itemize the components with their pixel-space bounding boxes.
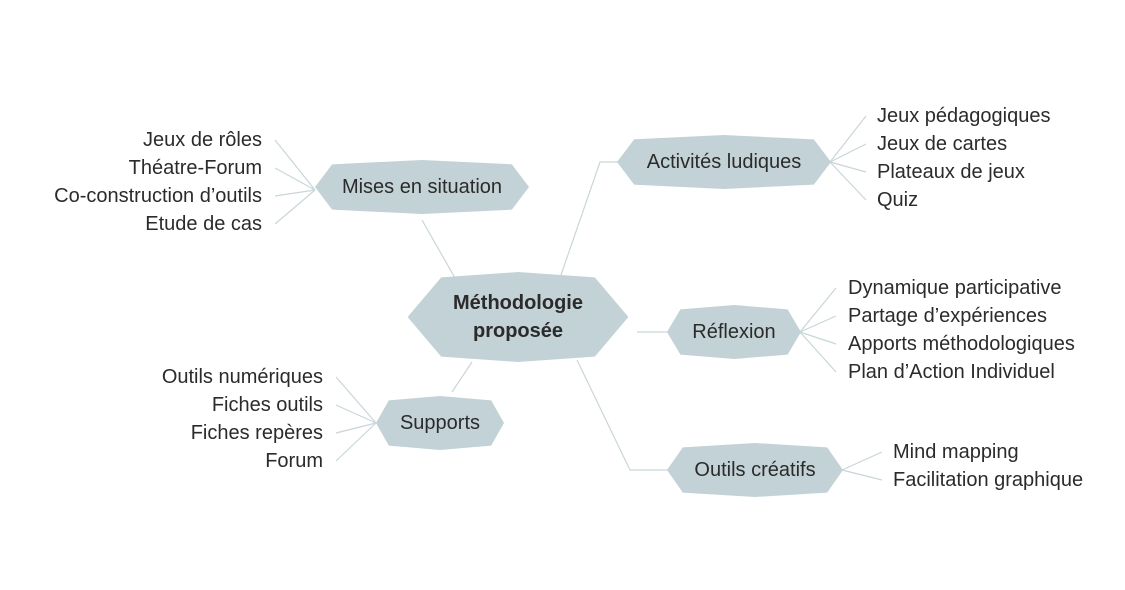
leaf-item: Outils numériques: [161, 366, 323, 388]
branch-label: Supports: [399, 411, 481, 434]
central-node: Méthodologie proposée: [407, 272, 629, 362]
leaf-item: Co-construction d’outils: [54, 185, 262, 207]
branch-label: Activités ludiques: [646, 150, 802, 173]
central-node-line2: proposée: [472, 320, 564, 342]
branch-label: Outils créatifs: [694, 458, 816, 481]
leaf-item: Mind mapping: [893, 441, 1019, 463]
branch-label: Mises en situation: [341, 175, 503, 198]
branch-node-supports: Supports: [376, 396, 504, 450]
connector-center-mises: [421, 219, 456, 279]
leaf-item: Dynamique participative: [848, 277, 1062, 299]
leaf-item: Jeux pédagogiques: [877, 105, 1051, 127]
leaf-item: Plateaux de jeux: [877, 161, 1025, 183]
branch-label: Réflexion: [692, 320, 776, 343]
leaf-item: Facilitation graphique: [893, 469, 1084, 491]
branch-node-activites-ludiques: Activités ludiques: [617, 135, 831, 189]
leaf-item: Fiches repères: [190, 422, 323, 444]
leaf-item: Etude de cas: [145, 213, 262, 235]
leaf-item: Fiches outils: [211, 394, 323, 416]
leaf-item: Partage d’expériences: [848, 305, 1048, 327]
leaf-item: Jeux de rôles: [143, 129, 262, 151]
central-node-line1: Méthodologie: [453, 292, 583, 314]
leaf-item: Théatre-Forum: [128, 157, 262, 179]
leaf-item: Forum: [265, 450, 323, 472]
branch-node-reflexion: Réflexion: [667, 305, 801, 359]
leaf-item: Apports méthodologiques: [848, 333, 1075, 355]
leaf-item: Plan d’Action Individuel: [848, 361, 1055, 383]
branch-node-mises-en-situation: Mises en situation: [315, 160, 529, 214]
connector-center-outils: [576, 359, 668, 471]
connector-center-supports: [451, 361, 473, 393]
leaf-item: Jeux de cartes: [877, 133, 1008, 155]
leaf-item: Quiz: [877, 189, 919, 211]
connector-center-activites: [560, 161, 620, 276]
branch-node-outils-creatifs: Outils créatifs: [667, 443, 843, 497]
